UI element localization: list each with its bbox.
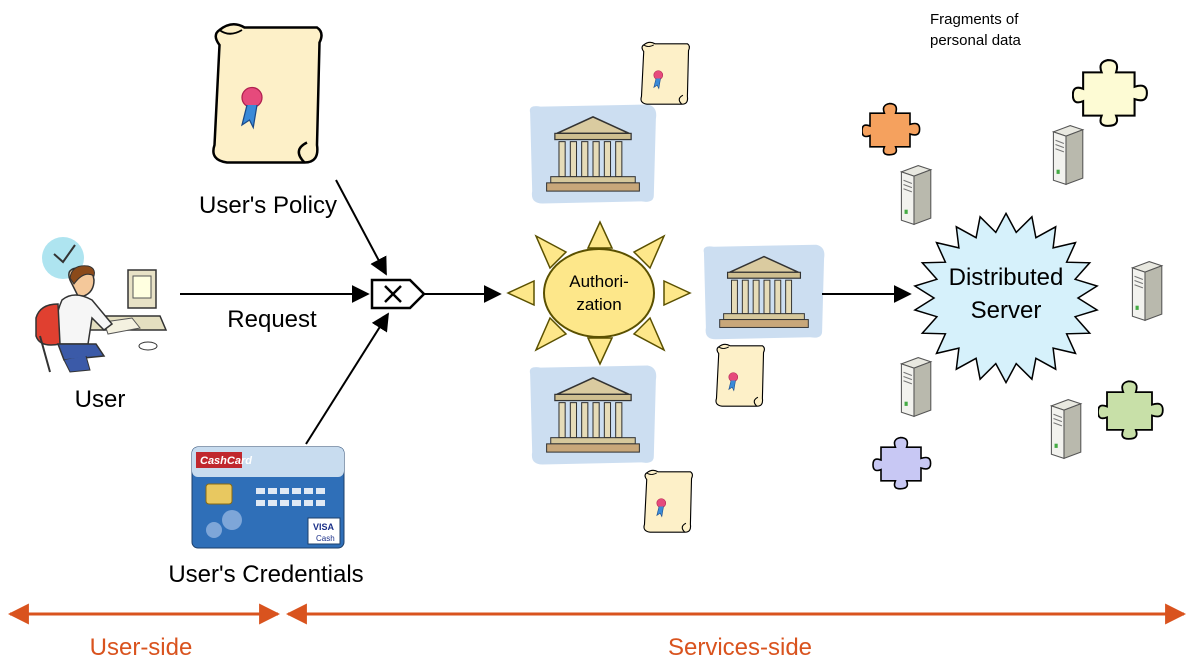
puzzle-icon-purple: [872, 436, 932, 490]
card-brand: CashCard: [200, 455, 252, 467]
distributed-server-label-line1: Distributed: [949, 264, 1064, 291]
user-figure: [35, 237, 168, 373]
card-cash: Cash: [316, 534, 335, 543]
puzzle-icon-yellow: [1072, 59, 1148, 127]
distributed-server-label-line2: Server: [971, 297, 1042, 324]
user-side-label: User-side: [90, 634, 193, 659]
fragments-label-line2: personal data: [930, 32, 1022, 49]
computer-user-icon: [35, 265, 168, 373]
temple-icon-bottom: [528, 364, 658, 466]
user-label: User: [75, 386, 126, 413]
multiplexer-icon: [370, 278, 426, 310]
server-icon-3: [1131, 261, 1163, 321]
temple-icon-mid: [702, 243, 826, 341]
temple-icon-top: [528, 103, 658, 205]
policy-scroll-icon: [211, 22, 324, 165]
puzzle-icon-green: [1098, 380, 1165, 441]
user-credentials-label: User's Credentials: [168, 561, 363, 588]
authorization-label-line1: Authori-: [569, 272, 629, 291]
scroll-icon-bottom: [643, 469, 694, 533]
server-icon-4: [900, 357, 932, 417]
distributed-server-star: [913, 211, 1099, 385]
server-icon-5: [1050, 399, 1082, 459]
request-label: Request: [227, 306, 317, 333]
policy-arrow: [335, 179, 387, 276]
server-icon-2: [900, 165, 932, 225]
user-policy-label: User's Policy: [199, 192, 337, 219]
puzzle-icon-orange: [862, 102, 921, 156]
server-icon-1: [1052, 125, 1084, 185]
credentials-arrow: [305, 312, 389, 445]
authorization-sun: [506, 220, 692, 366]
authorization-label-line2: zation: [576, 295, 621, 314]
scroll-icon-top: [640, 41, 691, 105]
services-side-label: Services-side: [668, 634, 812, 659]
card-visa: VISA: [313, 522, 335, 532]
scroll-icon-mid: [715, 343, 766, 407]
credit-card-icon: CashCard VISA Cash: [191, 446, 345, 549]
fragments-label-line1: Fragments of: [930, 11, 1019, 28]
